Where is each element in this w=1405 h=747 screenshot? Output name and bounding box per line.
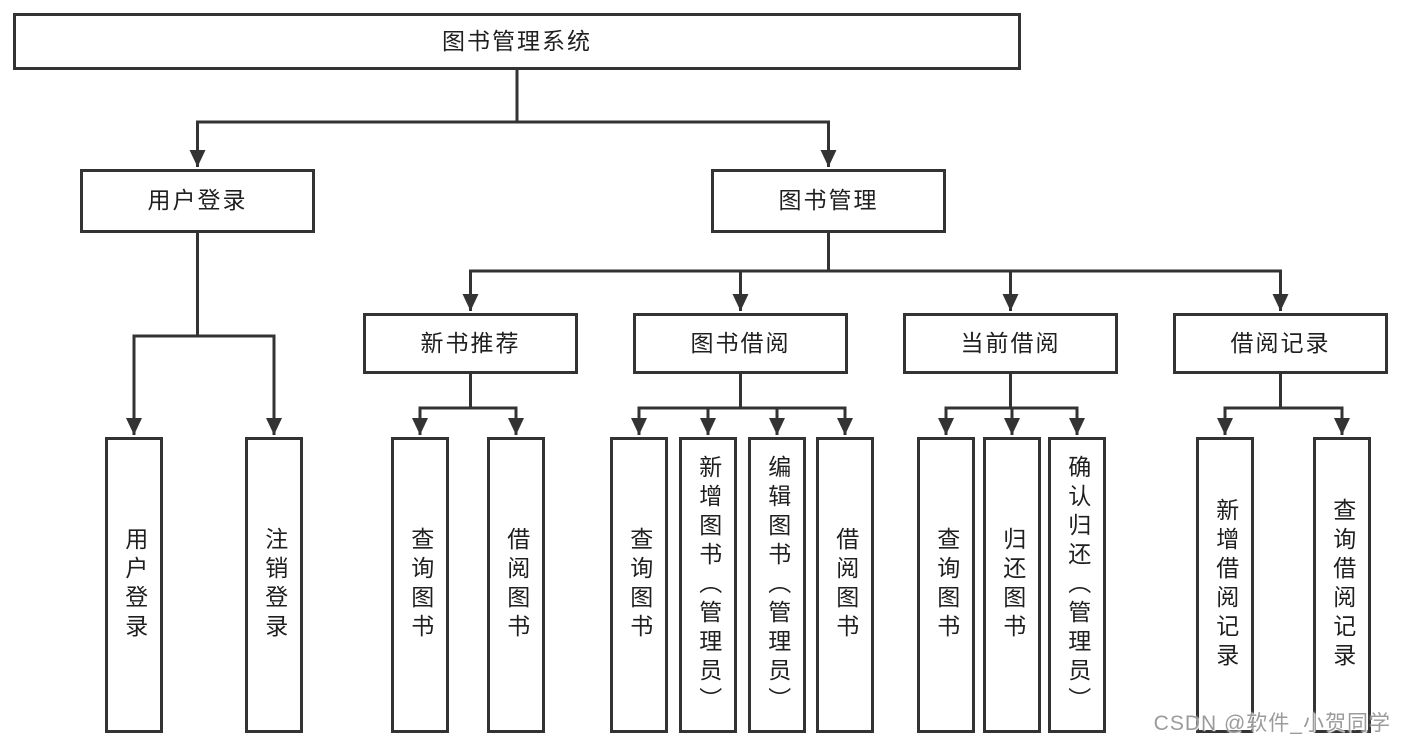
branch-book-borrow <box>631 373 853 435</box>
leaf-return-book: 归还图书 <box>983 437 1041 733</box>
node-book-borrow-label: 图书借阅 <box>690 329 791 356</box>
leaf-confirm-return-admin: 确认归还（管理员） <box>1048 437 1106 733</box>
node-borrow-record: 借阅记录 <box>1173 313 1388 374</box>
leaf-query-borrow-record: 查询借阅记录 <box>1313 437 1371 733</box>
leaf-user-login: 用户登录 <box>105 437 163 733</box>
branch-new-book-recommend <box>412 373 524 435</box>
leaf-edit-book-admin: 编辑图书（管理员） <box>748 437 806 733</box>
node-user-login-label: 用户登录 <box>147 187 248 214</box>
leaf-query-book-3-label: 查询图书 <box>933 527 960 643</box>
leaf-borrow-book-2-label: 借阅图书 <box>832 527 859 643</box>
node-book-management-label: 图书管理 <box>778 187 879 214</box>
leaf-borrow-book-1: 借阅图书 <box>487 437 545 733</box>
leaf-query-book-2: 查询图书 <box>610 437 668 733</box>
leaf-query-book-1-label: 查询图书 <box>407 527 434 643</box>
node-current-borrow: 当前借阅 <box>903 313 1118 374</box>
node-root-label: 图书管理系统 <box>442 27 592 54</box>
node-new-book-recommend: 新书推荐 <box>363 313 578 374</box>
leaf-borrow-book-2: 借阅图书 <box>816 437 874 733</box>
leaf-edit-book-admin-label: 编辑图书（管理员） <box>764 454 791 716</box>
leaf-confirm-return-admin-label: 确认归还（管理员） <box>1064 454 1091 716</box>
node-new-book-recommend-label: 新书推荐 <box>420 329 521 356</box>
leaf-query-book-3: 查询图书 <box>917 437 975 733</box>
branch-root <box>189 70 837 167</box>
leaf-logout: 注销登录 <box>245 437 303 733</box>
leaf-query-book-2-label: 查询图书 <box>626 527 653 643</box>
leaf-return-book-label: 归还图书 <box>999 527 1026 643</box>
node-book-borrow: 图书借阅 <box>633 313 848 374</box>
branch-user-login <box>126 232 282 435</box>
leaf-add-borrow-record-label: 新增借阅记录 <box>1212 498 1239 672</box>
leaf-borrow-book-1-label: 借阅图书 <box>503 527 530 643</box>
leaf-add-borrow-record: 新增借阅记录 <box>1196 437 1254 733</box>
leaf-add-book-admin: 新增图书（管理员） <box>679 437 737 733</box>
leaf-add-book-admin-label: 新增图书（管理员） <box>695 454 722 716</box>
branch-borrow-record <box>1217 373 1350 435</box>
node-book-management: 图书管理 <box>711 169 946 233</box>
node-user-login: 用户登录 <box>80 169 315 233</box>
csdn-watermark: CSDN @软件_小贺同学 <box>1153 712 1391 735</box>
branch-current-borrow <box>938 373 1085 435</box>
node-root: 图书管理系统 <box>13 13 1021 70</box>
branch-book-management <box>462 232 1289 311</box>
leaf-logout-label: 注销登录 <box>261 527 288 643</box>
node-current-borrow-label: 当前借阅 <box>960 329 1061 356</box>
leaf-user-login-label: 用户登录 <box>121 527 148 643</box>
leaf-query-book-1: 查询图书 <box>391 437 449 733</box>
node-borrow-record-label: 借阅记录 <box>1230 329 1331 356</box>
leaf-query-borrow-record-label: 查询借阅记录 <box>1329 498 1356 672</box>
